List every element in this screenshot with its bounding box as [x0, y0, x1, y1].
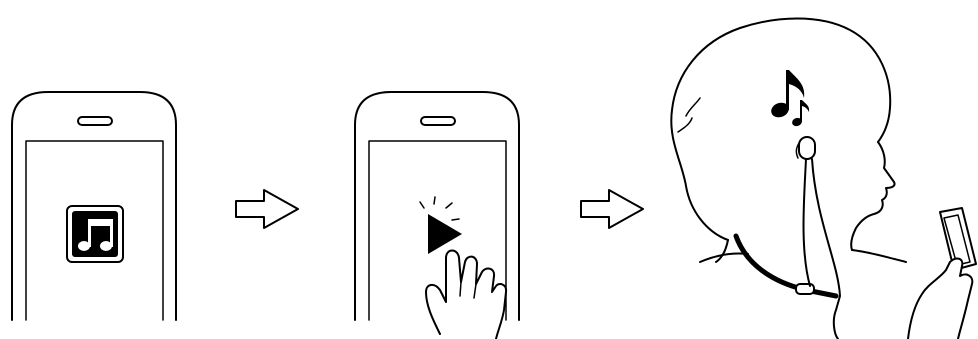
right-arrow-icon [236, 190, 298, 228]
play-button-icon [420, 197, 462, 254]
phone-1-icon [12, 92, 176, 320]
hand-phone-icon [908, 208, 976, 339]
music-app-icon [67, 206, 123, 262]
earbud-icon [799, 137, 840, 339]
right-arrow-icon [581, 190, 643, 228]
music-note-icon [769, 70, 809, 127]
phone-2-icon [355, 92, 519, 339]
listening-person-icon [671, 19, 976, 339]
finger-tap-icon [426, 251, 506, 339]
